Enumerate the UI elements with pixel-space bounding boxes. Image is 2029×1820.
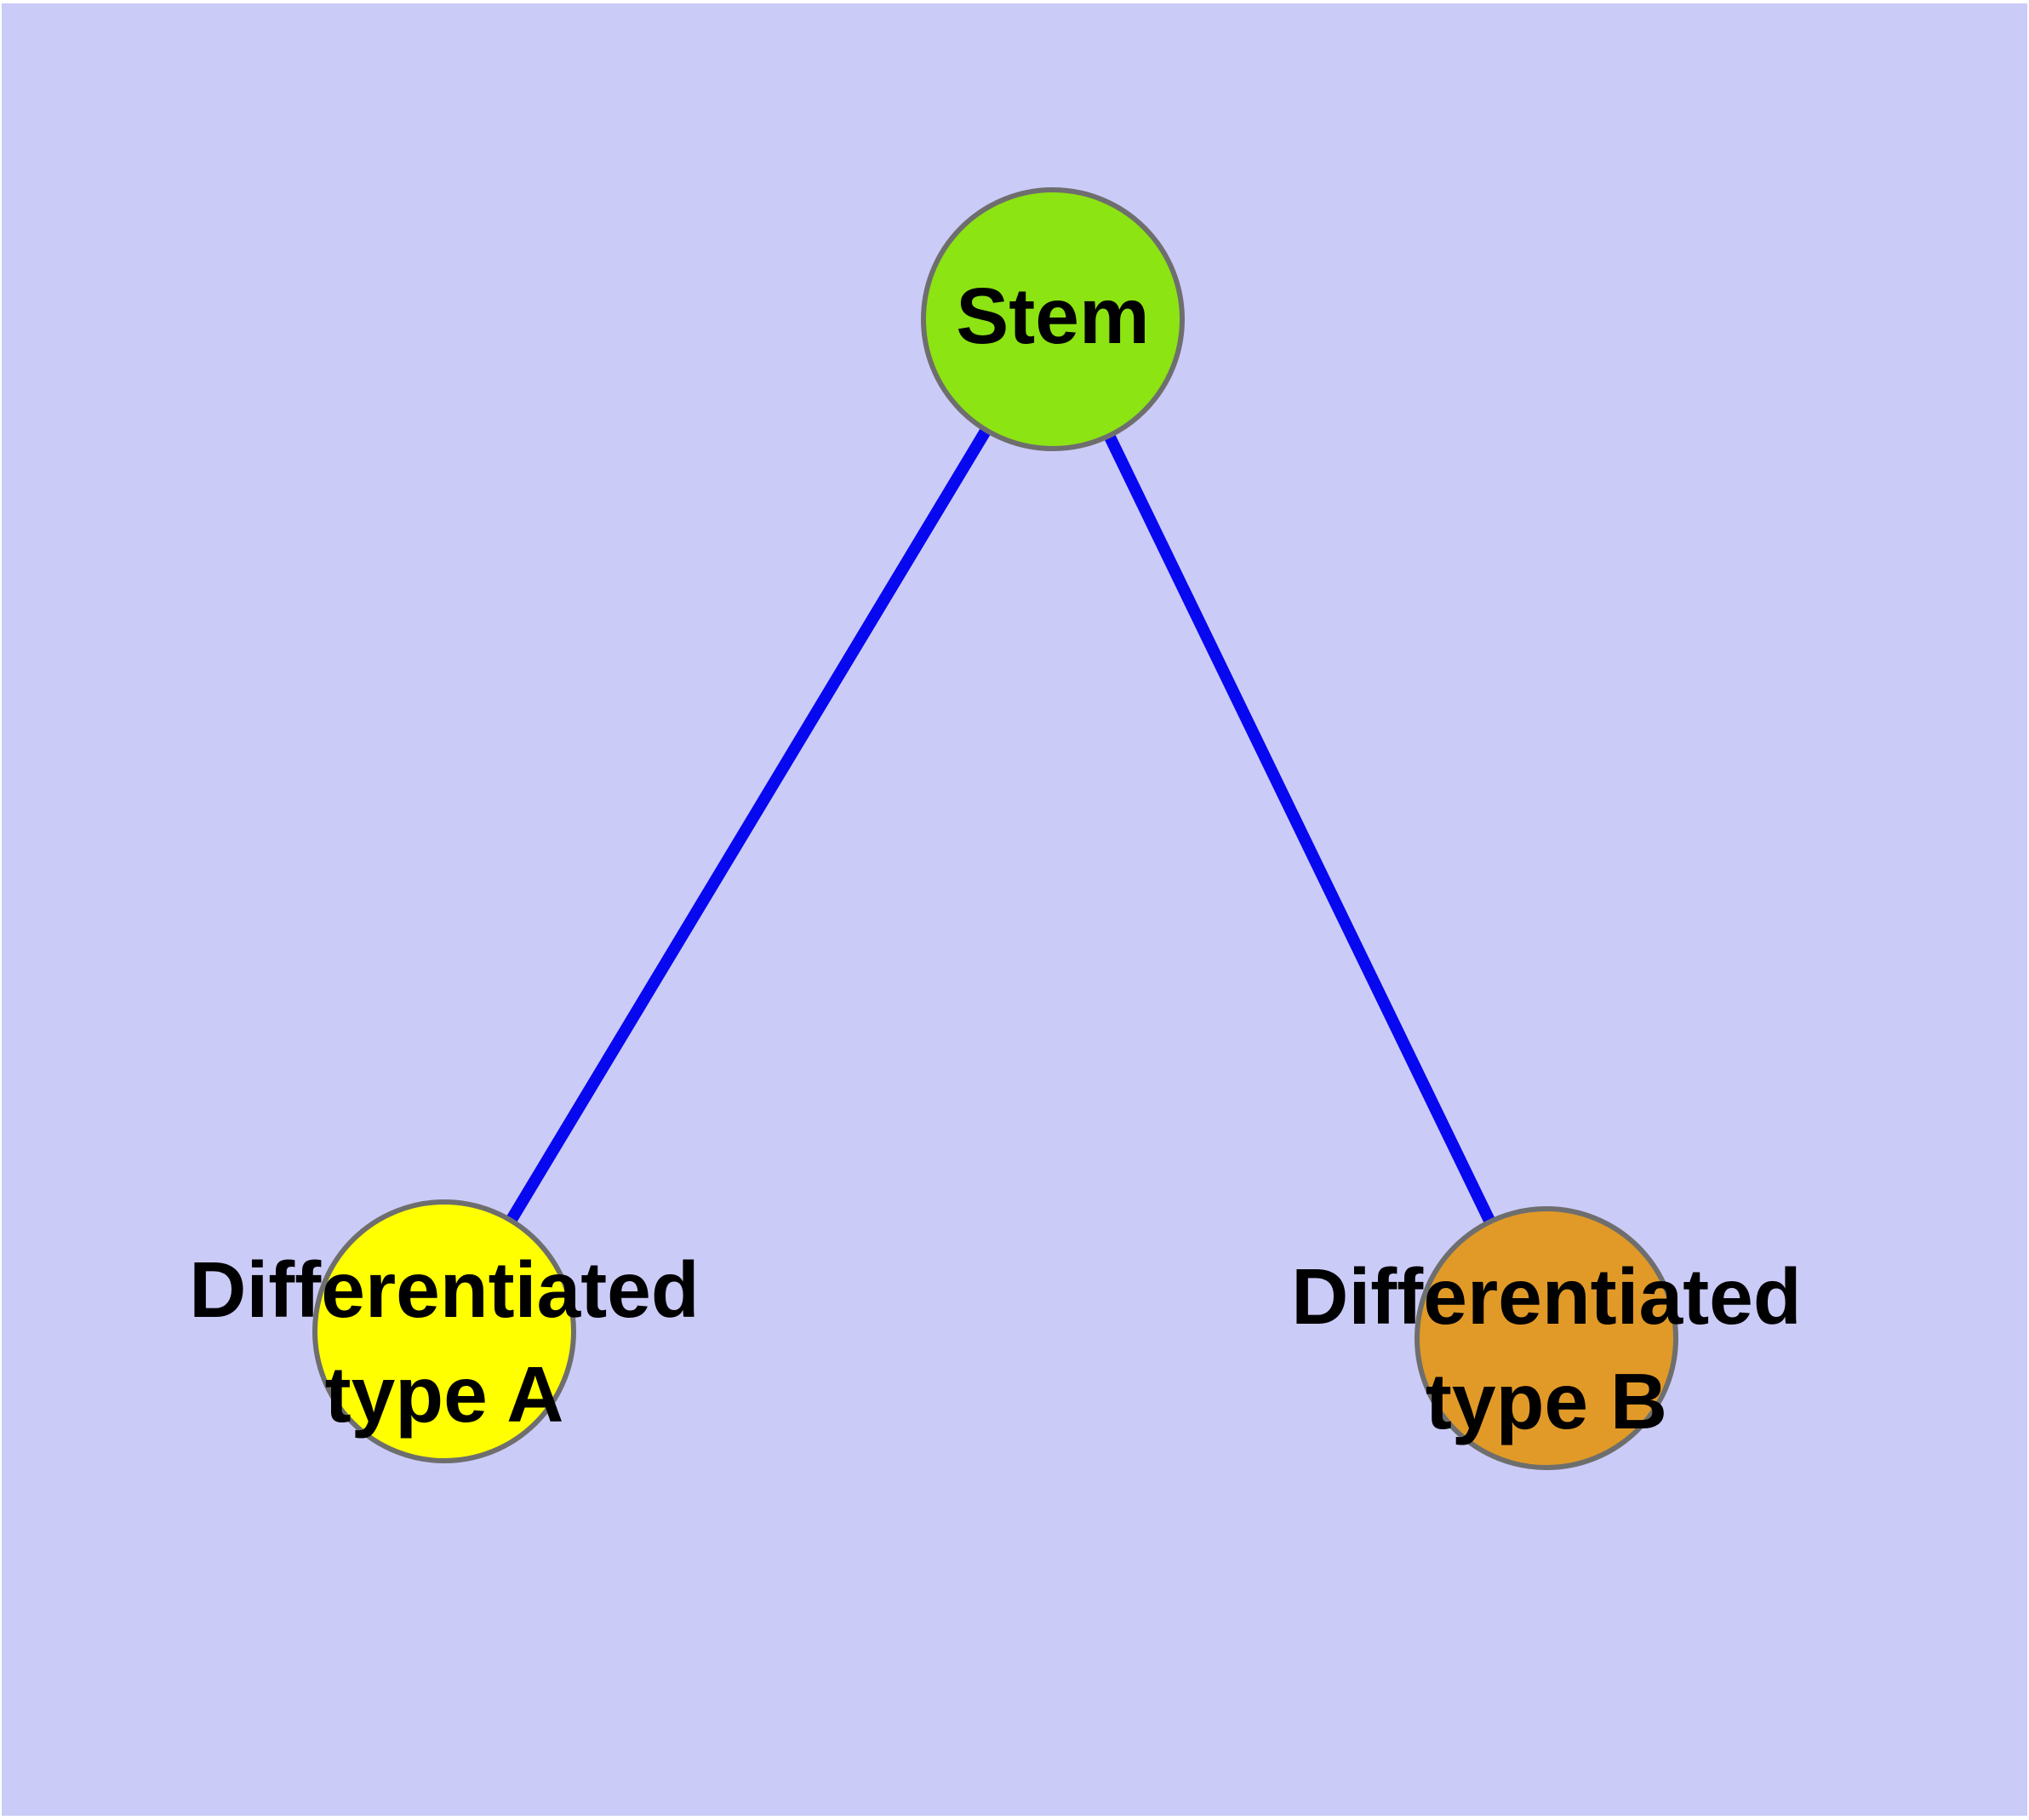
- edge-stem-diff-type-b: [1047, 316, 1552, 1342]
- node-label-line: type B: [1426, 1357, 1667, 1445]
- node-stem: [921, 187, 1185, 451]
- node-label-line: Differentiated: [189, 1245, 699, 1334]
- node-diff-type-b: [1415, 1206, 1678, 1470]
- edge-layer: [439, 316, 1552, 1342]
- node-diff-type-a: [312, 1199, 576, 1463]
- node-label-diff-type-a: Differentiated type A: [189, 1245, 699, 1439]
- node-label-line: type A: [325, 1350, 564, 1439]
- edge-stem-diff-type-a: [439, 316, 1058, 1335]
- node-label-line: Stem: [956, 272, 1149, 360]
- node-label-line: Differentiated: [1291, 1252, 1801, 1341]
- node-label-diff-type-b: Differentiated type B: [1291, 1252, 1801, 1445]
- node-layer: [312, 187, 1678, 1470]
- node-label-stem: Stem: [956, 272, 1149, 360]
